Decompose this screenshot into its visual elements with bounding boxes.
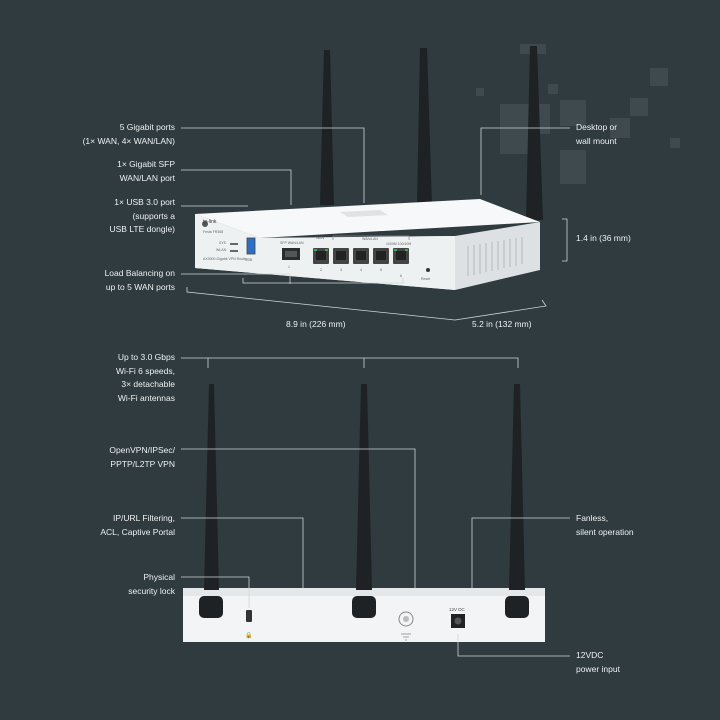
dc-label: 12V DC xyxy=(449,607,465,612)
security-lock-slot xyxy=(246,610,252,622)
router-front-view xyxy=(195,46,543,290)
ground-screw-icon xyxy=(398,611,414,627)
usb-port xyxy=(246,237,256,255)
callout-height: 1.4 in (36 mm) xyxy=(576,233,631,243)
callout-load-balancing: Load Balancing on up to 5 WAN ports xyxy=(104,268,175,292)
reset-label: Reset xyxy=(421,277,431,281)
sfp-label: SFP WAN/LAN xyxy=(280,241,304,245)
leader-lines xyxy=(181,127,570,657)
tp-link-logo-icon xyxy=(202,221,208,227)
led-sys-label: SYS xyxy=(219,241,227,245)
rear-antenna-left xyxy=(204,384,219,590)
rear-antenna-middle xyxy=(356,384,372,590)
port-number: 2 xyxy=(320,268,322,272)
subtitle-label: AX3000 Gigabit VPN Router xyxy=(203,257,248,261)
antenna-right xyxy=(526,46,543,220)
dimension-width: 8.9 in (226 mm) xyxy=(286,319,346,329)
callout-fanless: Fanless, silent operation xyxy=(576,513,634,537)
callout-wifi: Up to 3.0 Gbps Wi-Fi 6 speeds, 3× detach… xyxy=(115,352,175,403)
antenna-left xyxy=(320,50,334,205)
rear-antenna-right xyxy=(509,384,525,590)
callout-mount: Desktop or wall mount xyxy=(576,122,618,146)
reset-button xyxy=(426,268,430,272)
model-label: Festa FR365 xyxy=(203,230,224,234)
brand-label: tp-link xyxy=(203,219,217,225)
ethernet-ports xyxy=(313,248,409,264)
callout-usb: 1× USB 3.0 port (supports a USB LTE dong… xyxy=(109,197,175,234)
led-wlan-label: WLAN xyxy=(216,248,227,252)
router-rear-view: 🔒 xyxy=(183,384,545,642)
callout-power: 12VDC power input xyxy=(576,650,620,674)
antenna-middle xyxy=(417,48,432,205)
router-top-surface xyxy=(195,199,540,238)
usb-label: USB xyxy=(245,258,253,262)
port-number: 1 xyxy=(288,265,290,269)
wan-label: WAN xyxy=(316,236,325,240)
speed-label: 1000M 100/10M xyxy=(386,242,412,246)
dimension-depth: 5.2 in (132 mm) xyxy=(472,319,532,329)
callout-sfp: 1× Gigabit SFP WAN/LAN port xyxy=(117,159,175,183)
port-number: 3 xyxy=(340,268,342,272)
port-number: 6 xyxy=(400,274,402,278)
decorative-pixel-pattern xyxy=(476,44,680,184)
svg-text:🔒: 🔒 xyxy=(245,631,252,639)
callout-lock: Physical security lock xyxy=(128,572,175,596)
callout-vpn: OpenVPN/IPSec/ PPTP/L2TP VPN xyxy=(109,445,175,469)
callout-filtering: IP/URL Filtering, ACL, Captive Portal xyxy=(100,513,175,537)
wanlan-label: WAN/LAN xyxy=(362,237,378,241)
callout-ports: 5 Gigabit ports (1× WAN, 4× WAN/LAN) xyxy=(82,122,175,146)
port-number: 5 xyxy=(380,268,382,272)
port-number: 4 xyxy=(360,268,362,272)
